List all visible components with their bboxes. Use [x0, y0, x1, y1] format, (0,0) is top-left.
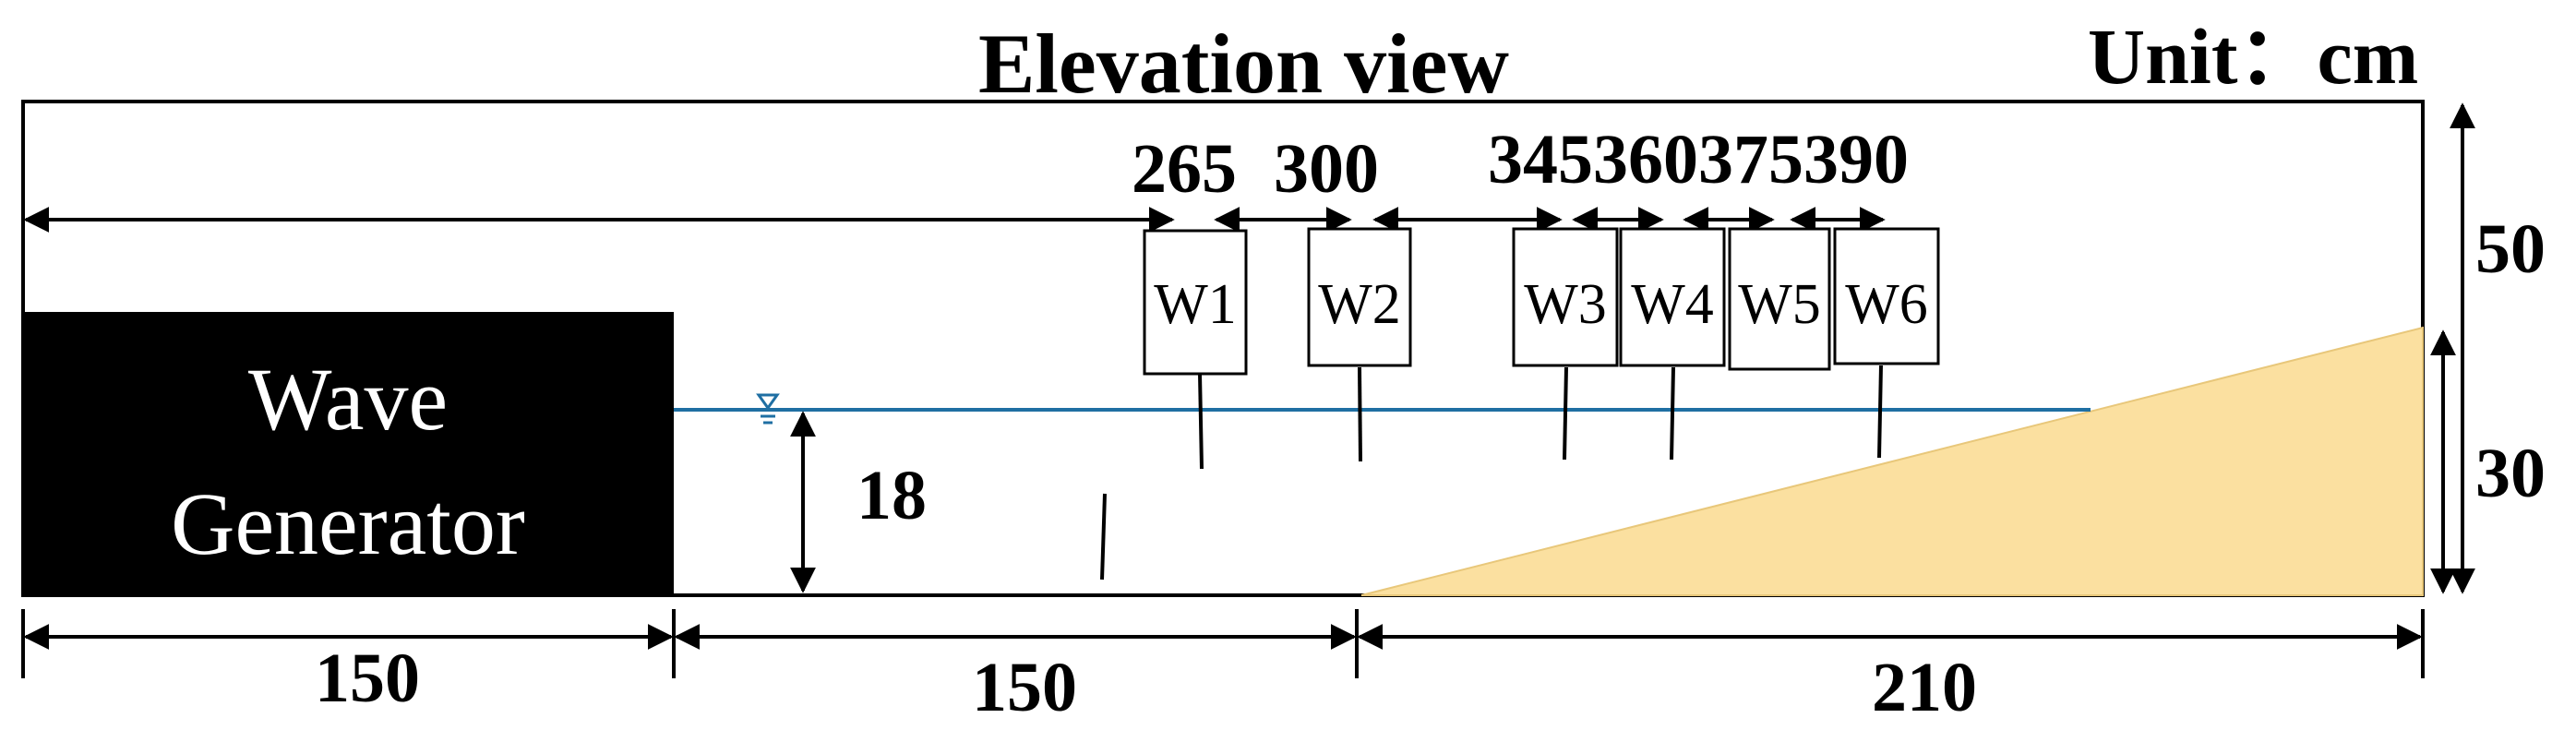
gauge-position-label: 300 — [1274, 130, 1379, 208]
wave-generator — [23, 312, 674, 595]
water-depth-label: 18 — [857, 457, 927, 534]
gauge-position-label: 265 — [1132, 130, 1237, 208]
gauge-position-label: 345 — [1488, 121, 1593, 198]
unit-label: Unit：cm — [2088, 12, 2418, 101]
svg-text:W3: W3 — [1524, 273, 1607, 336]
beach-slope — [1360, 326, 2424, 596]
svg-text:W1: W1 — [1154, 273, 1237, 336]
generator-label-line2: Generator — [171, 474, 525, 573]
wave-gauge-w5: W5 — [1728, 227, 1831, 371]
svg-text:W6: W6 — [1845, 273, 1928, 336]
slope-length-label: 210 — [1872, 649, 1977, 726]
probe-mark — [1100, 493, 1107, 580]
diagram-title: Elevation view — [978, 17, 1509, 111]
svg-text:W4: W4 — [1631, 273, 1714, 336]
svg-text:W2: W2 — [1318, 273, 1401, 336]
wave-gauge-w4: W4 — [1619, 227, 1726, 461]
wave-gauge-w1: W1 — [1143, 229, 1248, 470]
gauge-position-label: 360 — [1593, 121, 1698, 198]
wave-gauge-w3: W3 — [1512, 227, 1619, 461]
generator-label-line1: Wave — [248, 350, 448, 449]
wave-gauge-w6: W6 — [1833, 227, 1940, 459]
water-level-icon — [756, 393, 780, 425]
flat-length-label: 150 — [972, 649, 1077, 726]
gauge-position-label: 375 — [1698, 121, 1803, 198]
slope-height-label: 30 — [2475, 435, 2546, 512]
wave-gauge-w2: W2 — [1307, 227, 1412, 462]
generator-length-label: 150 — [315, 640, 420, 717]
tank-height-label: 50 — [2475, 210, 2546, 288]
bottom-dimension-ticks — [21, 609, 2425, 678]
svg-text:W5: W5 — [1738, 273, 1821, 336]
gauge-position-label: 390 — [1803, 121, 1909, 198]
